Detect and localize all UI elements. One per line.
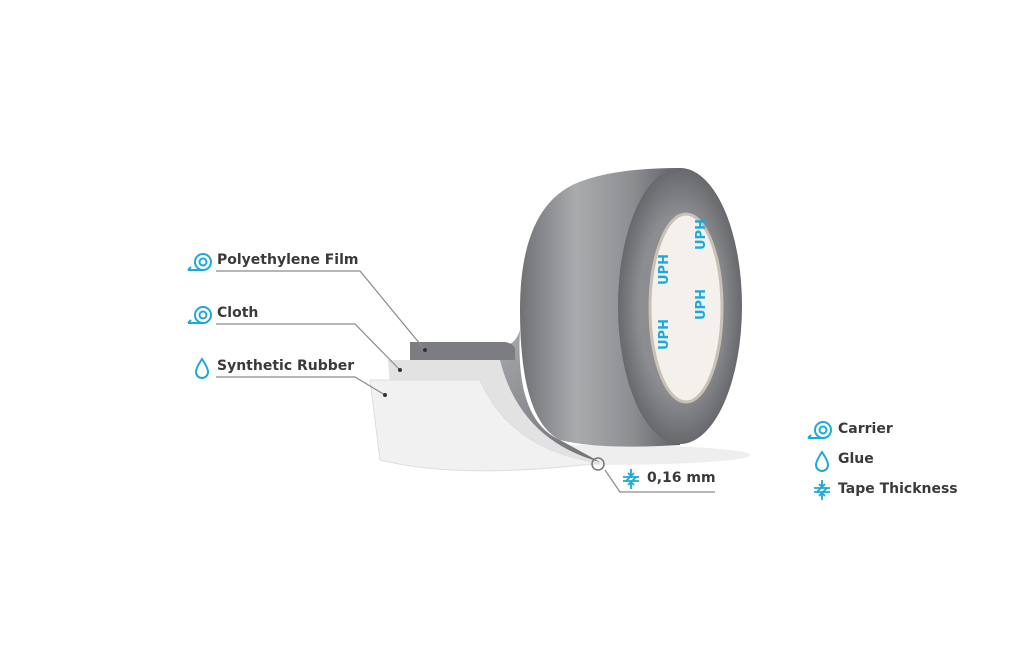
leader-lines	[216, 270, 715, 493]
svg-text:UPH: UPH	[657, 254, 672, 285]
glue-icon	[194, 357, 210, 379]
carrier-icon	[187, 306, 212, 324]
layer-label-cloth: Cloth	[217, 305, 259, 321]
thickness-marker	[591, 457, 605, 471]
thickness-value: 0,16 mm	[647, 470, 716, 486]
legend-tape-thickness: Tape Thickness	[838, 481, 958, 497]
legend-glue-icon	[814, 450, 830, 472]
core-print: UPH UPH UPH UPH	[657, 219, 709, 350]
legend-glue: Glue	[838, 451, 874, 467]
layer-film	[410, 342, 515, 360]
svg-text:UPH: UPH	[694, 289, 709, 320]
carrier-icon	[187, 253, 212, 271]
svg-text:UPH: UPH	[694, 219, 709, 250]
legend-thickness-icon	[814, 480, 830, 500]
legend-carrier-icon	[807, 421, 832, 439]
thickness-icon	[623, 469, 639, 489]
tape-core	[648, 212, 724, 404]
svg-text:UPH: UPH	[657, 319, 672, 350]
layer-rubber	[369, 379, 601, 472]
layer-label-polyethylene-film: Polyethylene Film	[217, 252, 359, 268]
layer-label-synthetic-rubber: Synthetic Rubber	[217, 358, 355, 374]
legend-carrier: Carrier	[838, 421, 893, 437]
